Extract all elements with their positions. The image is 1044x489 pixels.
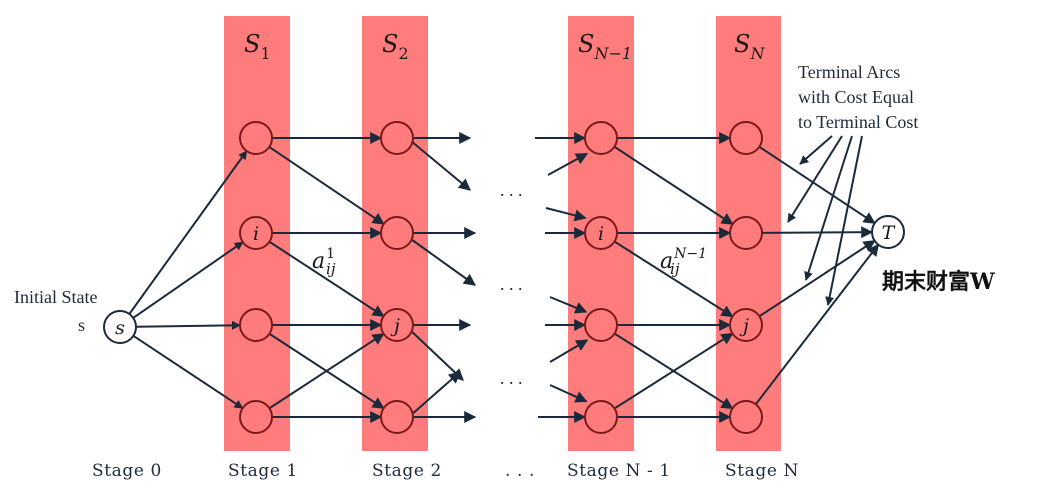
gap-dots-2: . . . [500, 274, 523, 294]
arc-stage1-r2-to-stage2-r3 [268, 240, 385, 318]
stage-label-2: Stage 2 [372, 461, 442, 481]
stageN1-node-row4-circle [584, 400, 618, 434]
arc-stage1-r1-to-stage2-r2 [268, 146, 385, 225]
stage2-node-row3-circle [380, 308, 414, 342]
stage1-node-row1-circle [239, 121, 273, 155]
stage1-node-row2-circle [239, 216, 273, 250]
arc-stage2-stub-2 [411, 141, 471, 191]
stageN1-node-row2-circle [584, 216, 618, 250]
gap-dots: . . . . . . . . . [500, 180, 523, 388]
arc-stageN1-r2-to-stageN-r3 [613, 240, 734, 318]
stageN-node-row1-circle [729, 121, 763, 155]
terminal-arcs-note: Terminal Arcs with Cost Equal to Termina… [798, 62, 918, 132]
gap-dots-1: . . . [500, 180, 523, 200]
stageN1-node-row3-circle [584, 308, 618, 342]
stage1-node-row2-label: i [253, 223, 259, 245]
arc-stageN1-stub-3 [545, 207, 587, 222]
stageN-node-row3: j [729, 308, 763, 342]
stageN-node-row2 [729, 216, 763, 250]
stage1-node-row4 [239, 400, 273, 434]
arc-s-to-stage1-row2 [132, 241, 244, 319]
terminal-node-T-label: T [882, 222, 896, 244]
terminal-note-pointer-1 [799, 135, 833, 165]
arc-stage2-stub-7 [411, 371, 461, 415]
stageN-node-row4-circle [729, 400, 763, 434]
stage-label-ellipsis: . . . [505, 461, 535, 481]
stage2-node-row3: j [380, 308, 414, 342]
stageN-node-row4 [729, 400, 763, 434]
stageN1-node-row2-label: i [598, 223, 604, 245]
set-label-sN: SN [734, 30, 765, 63]
arc-s-to-stage1-row3 [135, 320, 241, 330]
terminal-note-pointer-4 [825, 135, 863, 306]
stage2-node-row4 [380, 400, 414, 434]
terminal-note-line3: to Terminal Cost [798, 112, 918, 132]
stage2-node-row4-circle [380, 400, 414, 434]
stageN1-node-row1-circle [584, 121, 618, 155]
arc-s-to-stage1-row4 [132, 334, 244, 410]
stageN-node-row1 [729, 121, 763, 155]
terminal-note-line1: Terminal Arcs [798, 62, 900, 82]
initial-node-s: s [103, 310, 137, 344]
set-label-s2: S2 [382, 30, 409, 63]
arc-stageN1-r4-to-stageN-r3 [613, 332, 734, 410]
stageN-node-row2-circle [729, 216, 763, 250]
arc-stageN-row1-to-terminal [758, 145, 876, 225]
stage2-node-row2 [380, 216, 414, 250]
stage-label-0: Stage 0 [92, 461, 162, 481]
stage2-node-row2-circle [380, 216, 414, 250]
stageN1-node-row1 [584, 121, 618, 155]
stage1-node-row4-circle [239, 400, 273, 434]
set-label-s1: S1 [244, 30, 271, 63]
stage2-node-row1-circle [380, 121, 414, 155]
arc-stageN1-stub-7 [549, 339, 589, 363]
initial-node-s-circle [103, 310, 137, 344]
terminal-node-T: T [871, 215, 905, 249]
stage-label-N-1: Stage N - 1 [567, 461, 671, 481]
nodes: s Ti i j j [103, 121, 905, 434]
stage2-node-row3-label: j [390, 315, 400, 337]
arc-stageN-row3-to-terminal [758, 239, 876, 318]
terminal-node-T-circle [871, 215, 905, 249]
stage1-node-row1 [239, 121, 273, 155]
initial-state-title: Initial State [14, 287, 97, 307]
terminal-note-pointer-2 [787, 135, 843, 223]
stageN1-node-row3 [584, 308, 618, 342]
set-label-sN-1: SN−1 [578, 30, 632, 63]
stage2-node-row1 [380, 121, 414, 155]
terminal-wealth-caption: 期末财富W [882, 269, 995, 295]
stage1-node-row3-circle [239, 308, 273, 342]
initial-state-symbol: s [78, 315, 85, 335]
arc-stageN-row4-to-terminal [754, 243, 880, 405]
stage-label-1: Stage 1 [228, 461, 298, 481]
stage1-node-row3 [239, 308, 273, 342]
stageN-node-row3-label: j [739, 315, 749, 337]
set-labels: S1 S2 SN−1 SN [244, 30, 765, 63]
arc-stageN1-stub-8 [549, 384, 588, 403]
gap-dots-3: . . . [500, 368, 523, 388]
arc-stage1-r4-to-stage2-r3 [268, 332, 385, 410]
terminal-note-line2: with Cost Equal [798, 87, 914, 107]
arc-stageN1-r1-to-stageN-r2 [613, 145, 734, 226]
stage-label-N: Stage N [725, 461, 799, 481]
arcs [128, 132, 880, 423]
arc-s-to-stage1-row1 [128, 150, 248, 315]
stageN1-node-row2: i [584, 216, 618, 250]
terminal-note-pointer-3 [804, 135, 853, 281]
arc-stage2-stub-4 [411, 239, 476, 286]
stageN-node-row3-circle [729, 308, 763, 342]
arc-stageN-row2-to-terminal [761, 226, 874, 239]
initial-node-s-label: s [115, 317, 125, 339]
stageN1-node-row4 [584, 400, 618, 434]
stage-labels: Stage 0 Stage 1 Stage 2 . . . Stage N - … [92, 461, 799, 481]
arc-stageN1-stub-5 [549, 296, 588, 314]
arc-stageN1-stub-2 [547, 152, 589, 176]
stage1-node-row2: i [239, 216, 273, 250]
